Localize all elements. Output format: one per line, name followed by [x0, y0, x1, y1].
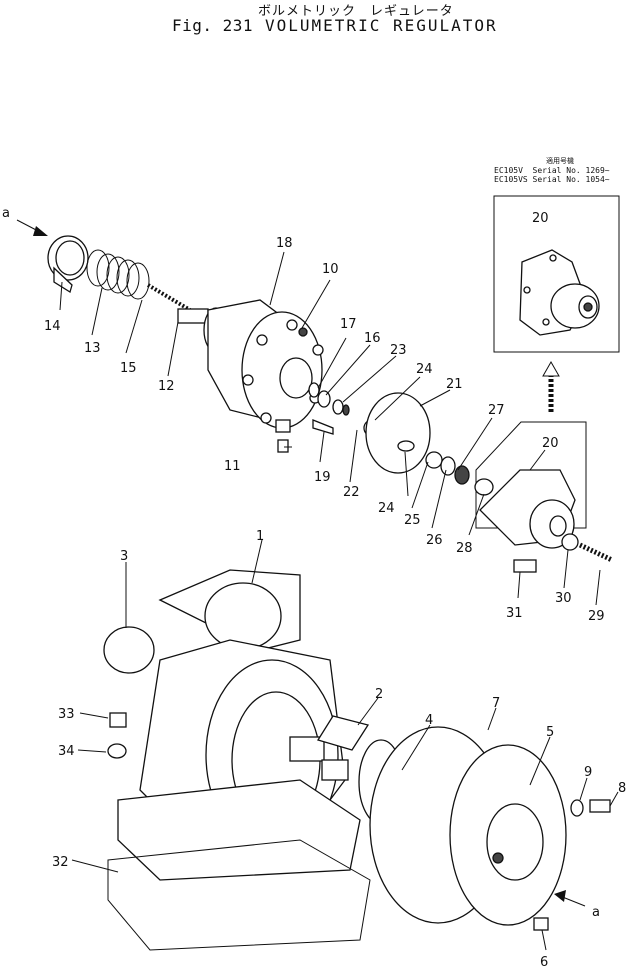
- callout-part-12: 12: [158, 379, 175, 394]
- callout-part-20-detail: 20: [532, 211, 549, 226]
- callout-part-15: 15: [120, 361, 137, 376]
- callout-part-17: 17: [340, 317, 357, 332]
- detail-inset-frame: [493, 195, 620, 353]
- serial-note-heading: 適用号機: [546, 157, 574, 165]
- serial-model: EC105VS: [494, 175, 528, 184]
- callout-part-24-top: 24: [416, 362, 433, 377]
- callout-part-11: 11: [224, 459, 241, 474]
- callout-part-30: 30: [555, 591, 572, 606]
- serial-model: EC105V: [494, 166, 523, 175]
- callout-part-20: 20: [542, 436, 559, 451]
- serial-range: Serial No. 1054~: [532, 175, 610, 184]
- callout-part-32: 32: [52, 855, 69, 870]
- serial-row-ec105vs: EC105VS Serial No. 1054~: [494, 175, 610, 184]
- assembly-bracket: [475, 421, 587, 529]
- callout-part-13: 13: [84, 341, 101, 356]
- arrow-right-icon: [16, 219, 48, 236]
- callout-part-18: 18: [276, 236, 293, 251]
- callout-part-28: 28: [456, 541, 473, 556]
- callout-part-14: 14: [44, 319, 61, 334]
- arrow-left-icon: [554, 890, 586, 907]
- callout-part-22: 22: [343, 485, 360, 500]
- serial-range: Serial No. 1269~: [532, 166, 610, 175]
- callout-part-34: 34: [58, 744, 75, 759]
- part-callouts: a a 1 2 3 4 5 6 7 8 9 10 11 12 13 14 15 …: [2, 206, 626, 970]
- callout-part-24-bottom: 24: [378, 501, 395, 516]
- callout-a-bottom: a: [592, 905, 600, 920]
- leader-lines: [59, 251, 619, 951]
- callout-part-31: 31: [506, 606, 523, 621]
- callout-part-19: 19: [314, 470, 331, 485]
- callout-part-8: 8: [618, 781, 626, 796]
- pump-body-parts: [103, 569, 611, 951]
- callout-part-7: 7: [492, 696, 500, 711]
- callout-part-16: 16: [364, 331, 381, 346]
- callout-part-21: 21: [446, 377, 463, 392]
- callout-part-25: 25: [404, 513, 421, 528]
- callout-part-5: 5: [546, 725, 554, 740]
- callout-part-6: 6: [540, 955, 548, 970]
- callout-part-33: 33: [58, 707, 75, 722]
- figure-number: Fig. 231: [172, 16, 254, 35]
- callout-part-23: 23: [390, 343, 407, 358]
- serial-applicability-note: 適用号機 EC105V Serial No. 1269~ EC105VS Ser…: [494, 157, 610, 184]
- callout-part-9: 9: [584, 765, 592, 780]
- figure-title: VOLUMETRIC REGULATOR: [265, 16, 498, 35]
- arrow-up-icon: [542, 360, 560, 412]
- callout-part-27: 27: [488, 403, 505, 418]
- callout-a-top: a: [2, 206, 10, 221]
- callout-part-3: 3: [120, 549, 128, 564]
- part-20-detail-drawing: [519, 249, 600, 336]
- callout-part-10: 10: [322, 262, 339, 277]
- serial-row-ec105v: EC105V Serial No. 1269~: [494, 166, 610, 175]
- callout-part-26: 26: [426, 533, 443, 548]
- japanese-title: ボルメトリック レギュレータ: [258, 4, 454, 19]
- callout-part-2: 2: [375, 687, 383, 702]
- callout-part-4: 4: [425, 713, 433, 728]
- callout-part-29: 29: [588, 609, 605, 624]
- callout-part-1: 1: [256, 529, 264, 544]
